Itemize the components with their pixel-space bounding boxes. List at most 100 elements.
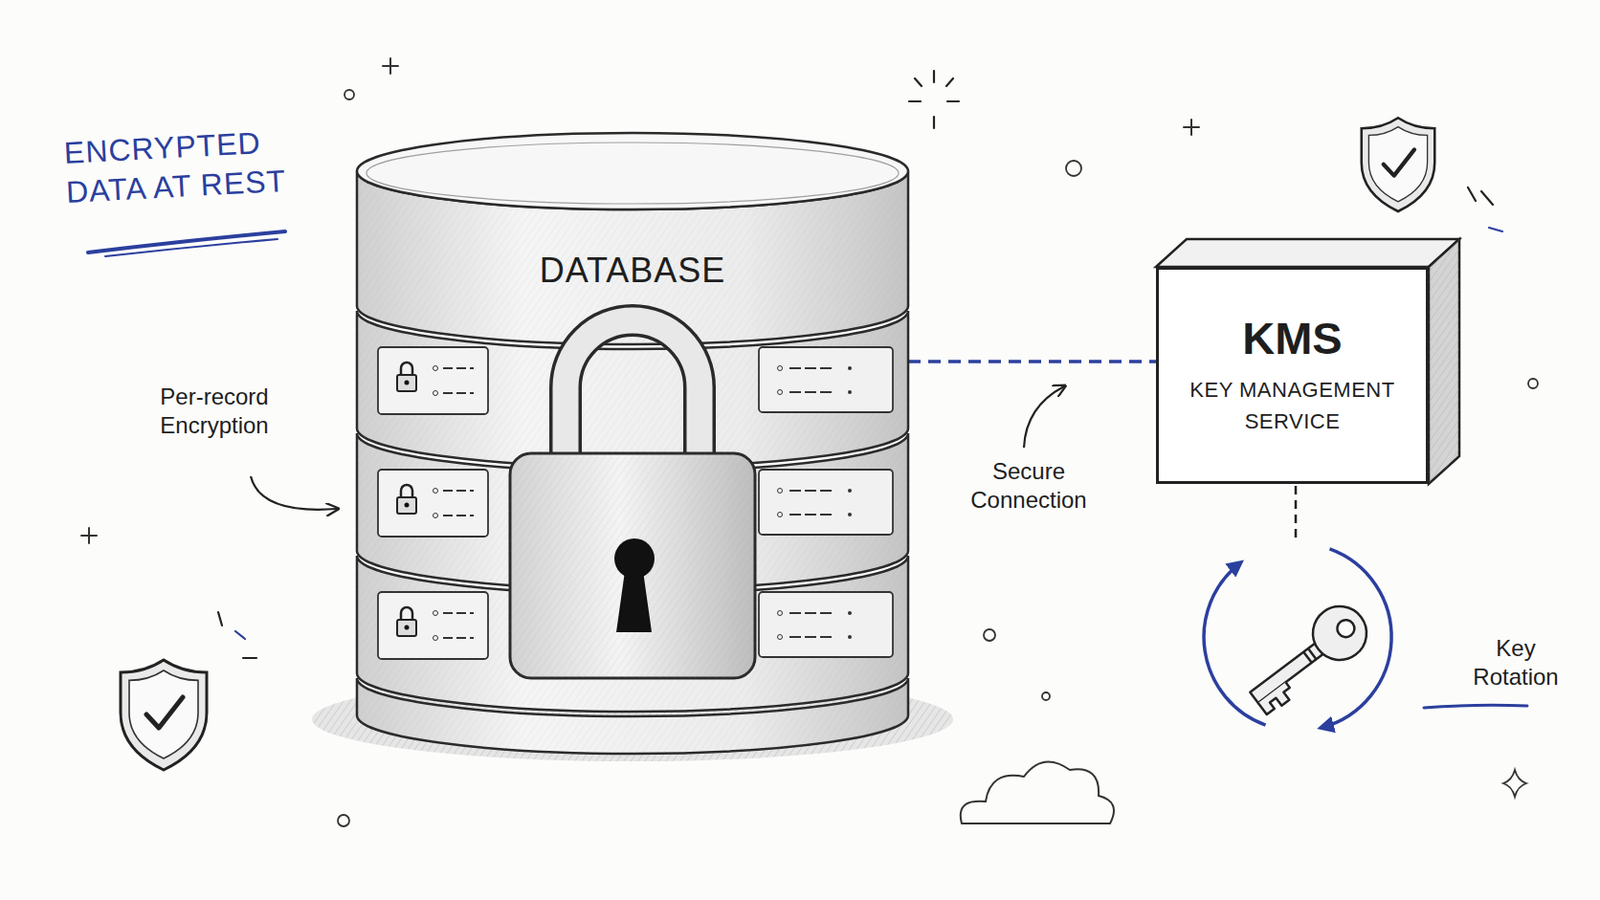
key-icon-part bbox=[1303, 652, 1312, 664]
record-row-part bbox=[377, 592, 489, 660]
record-row-part bbox=[443, 637, 474, 640]
cylinder-band bbox=[356, 171, 909, 345]
record-row-part bbox=[443, 392, 474, 395]
diagram-title: ENCRYPTED DATA AT REST bbox=[63, 120, 318, 213]
decor-dots-part bbox=[1042, 692, 1050, 701]
spark-lines-part bbox=[1467, 187, 1476, 201]
record-row-part bbox=[433, 611, 439, 617]
sparkle-burst-part bbox=[947, 100, 959, 103]
shield-icon-part bbox=[1383, 149, 1415, 176]
decor-dots-part bbox=[337, 815, 350, 827]
record-row-part bbox=[397, 620, 417, 637]
record-row-part bbox=[789, 636, 836, 639]
spark-lines-part bbox=[243, 657, 257, 660]
cloud-sketch-part bbox=[960, 761, 1114, 824]
record-row-part bbox=[847, 611, 852, 616]
rotation-arrows bbox=[1203, 549, 1392, 729]
sparkle-burst-part bbox=[933, 116, 935, 129]
decor-dots bbox=[337, 89, 1538, 827]
spark-lines-part bbox=[218, 612, 223, 626]
record-row bbox=[377, 469, 893, 537]
padlock-icon-part bbox=[510, 453, 756, 679]
node-heading: DATABASE bbox=[356, 251, 909, 290]
record-row-part bbox=[400, 607, 413, 622]
record-row-part bbox=[443, 612, 474, 615]
cylinder-top bbox=[356, 133, 909, 210]
box-depth bbox=[1155, 239, 1460, 538]
spark-lines-part bbox=[1488, 227, 1503, 232]
record-row-part bbox=[758, 592, 893, 658]
node-body: KEY MANAGEMENT SERVICE bbox=[1182, 374, 1403, 438]
record-row bbox=[377, 592, 893, 660]
secure-connection-line bbox=[908, 359, 1156, 364]
shield-icon bbox=[120, 660, 207, 771]
record-row-part bbox=[789, 489, 836, 492]
decor-dots-part bbox=[1528, 378, 1538, 389]
record-row-part bbox=[777, 611, 783, 617]
shield-icon bbox=[1361, 117, 1436, 212]
record-row-part bbox=[433, 366, 439, 372]
record-row-part bbox=[443, 367, 474, 370]
callout-arrow-part bbox=[250, 476, 337, 511]
shield-icon-part bbox=[120, 660, 207, 771]
key-rotation-underline-part bbox=[1423, 705, 1528, 709]
box-side-shading bbox=[1428, 239, 1460, 485]
kms-box: KMSKEY MANAGEMENT SERVICE bbox=[1155, 266, 1429, 485]
decor-dots-part bbox=[1066, 160, 1082, 177]
callout-label: Per-record Encryption bbox=[123, 382, 306, 441]
shield-icon-part bbox=[129, 670, 199, 759]
record-row-part bbox=[404, 503, 410, 509]
cloud-sketch bbox=[960, 761, 1114, 824]
key-icon bbox=[1238, 596, 1378, 720]
record-row-part bbox=[777, 488, 783, 494]
cylinder-shading bbox=[356, 171, 909, 345]
decor-plus-part bbox=[81, 528, 97, 544]
record-row-part bbox=[777, 366, 783, 372]
record-row-part bbox=[847, 635, 852, 640]
sparkle-burst-part bbox=[946, 78, 954, 87]
record-row-part bbox=[789, 513, 836, 516]
ground-shadow-part bbox=[311, 677, 954, 762]
record-row-part bbox=[397, 375, 417, 392]
sparkle-burst-part bbox=[933, 70, 935, 83]
sparkle-burst-part bbox=[909, 100, 921, 103]
padlock-icon-part bbox=[616, 571, 652, 633]
record-row-part bbox=[847, 512, 852, 517]
shield-icon-part bbox=[1361, 117, 1436, 212]
key-icon-part bbox=[1302, 596, 1378, 671]
decor-plus-part bbox=[1183, 119, 1200, 135]
spark-lines-part bbox=[235, 631, 245, 640]
cylinder-band bbox=[356, 555, 909, 712]
record-row-part bbox=[443, 489, 474, 492]
callout-arrow bbox=[1023, 386, 1065, 448]
diamond-sparkle-part bbox=[1503, 770, 1527, 798]
decor-dots-part bbox=[983, 629, 996, 642]
record-row-part bbox=[789, 391, 836, 394]
record-row-part bbox=[777, 390, 783, 396]
box-top-face bbox=[1155, 239, 1460, 267]
key-icon-part bbox=[1333, 617, 1358, 642]
cylinder-outline bbox=[356, 129, 909, 756]
record-row-part bbox=[404, 625, 410, 631]
cylinder-band bbox=[356, 678, 909, 755]
cylinder-band bbox=[356, 311, 909, 467]
decor-plus bbox=[81, 58, 1200, 544]
cylinder-shading bbox=[356, 555, 909, 712]
record-row-part bbox=[847, 390, 852, 395]
record-row-part bbox=[777, 512, 783, 518]
database-cylinder: DATABASE bbox=[356, 129, 909, 756]
key-icon-part bbox=[1249, 643, 1324, 704]
spark-lines bbox=[218, 187, 1503, 659]
decor-dots-part bbox=[344, 89, 355, 100]
record-row-part bbox=[789, 367, 836, 370]
padlock-icon bbox=[510, 320, 756, 679]
title-underline bbox=[88, 231, 286, 257]
shield-icon-part bbox=[146, 697, 183, 729]
decor-plus-part bbox=[382, 58, 399, 74]
cylinder-rim bbox=[366, 142, 899, 204]
spark-lines-part bbox=[1481, 191, 1493, 205]
cylinder-shading bbox=[356, 433, 909, 590]
cylinder-shading bbox=[356, 678, 909, 755]
